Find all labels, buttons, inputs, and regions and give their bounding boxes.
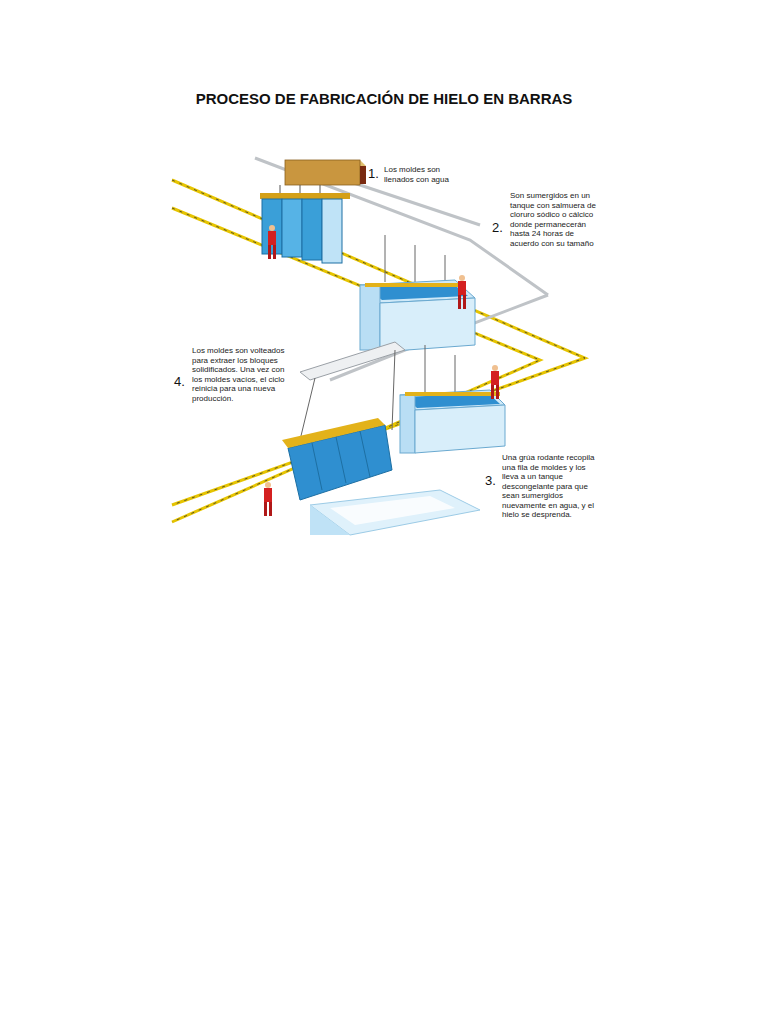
worker bbox=[264, 225, 499, 516]
defrost-tank bbox=[400, 345, 505, 453]
callout-number: 3. bbox=[483, 473, 498, 489]
callout-text: Son sumergidos en un tanque con salmuera… bbox=[508, 190, 604, 249]
callout-number: 2. bbox=[490, 220, 505, 236]
callout-number: 1. bbox=[366, 166, 381, 182]
callout-text: Los moldes son volteados para extraer lo… bbox=[190, 345, 290, 404]
filled-molds bbox=[260, 185, 350, 263]
callout-text: Una grúa rodante recopila una fila de mo… bbox=[500, 452, 604, 521]
crane-rail bbox=[255, 158, 548, 380]
callout-number: 4. bbox=[172, 374, 187, 390]
brine-tank bbox=[360, 235, 475, 352]
tipping-molds bbox=[282, 342, 405, 500]
callout-text: Los moldes son llenados con agua bbox=[382, 164, 466, 185]
page-title: PROCESO DE FABRICACIÓN DE HIELO EN BARRA… bbox=[0, 90, 768, 107]
ice-blocks bbox=[310, 490, 480, 535]
water-filler bbox=[285, 160, 368, 185]
